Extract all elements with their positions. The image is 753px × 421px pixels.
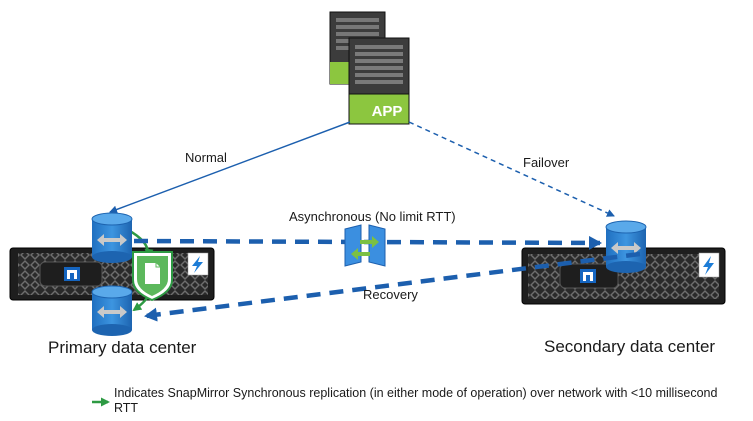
normal-label: Normal [185, 150, 227, 165]
netapp-logo-icon [580, 269, 596, 283]
failover-arrow [408, 121, 615, 217]
netapp-logo-icon [64, 267, 80, 281]
lightning-bolt-icon [187, 252, 209, 276]
secondary-data-center-label: Secondary data center [544, 337, 716, 356]
app-label: APP [372, 103, 403, 120]
secondary-volume-icon [605, 220, 647, 273]
failover-label: Failover [523, 155, 570, 170]
primary-volume-top-icon [91, 212, 133, 263]
legend-text: Indicates SnapMirror Synchronous replica… [114, 386, 718, 415]
recovery-label: Recovery [363, 287, 418, 302]
app-server-icon: APP [329, 11, 410, 125]
primary-data-center-label: Primary data center [48, 338, 197, 357]
normal-arrow [109, 121, 351, 214]
shield-document-icon [132, 251, 173, 302]
replication-arrows-icon [344, 224, 386, 267]
asynchronous-label: Asynchronous (No limit RTT) [289, 209, 456, 224]
recovery-arrow [144, 251, 641, 322]
lightning-bolt-icon [698, 252, 720, 278]
primary-volume-bottom-icon [91, 285, 133, 336]
